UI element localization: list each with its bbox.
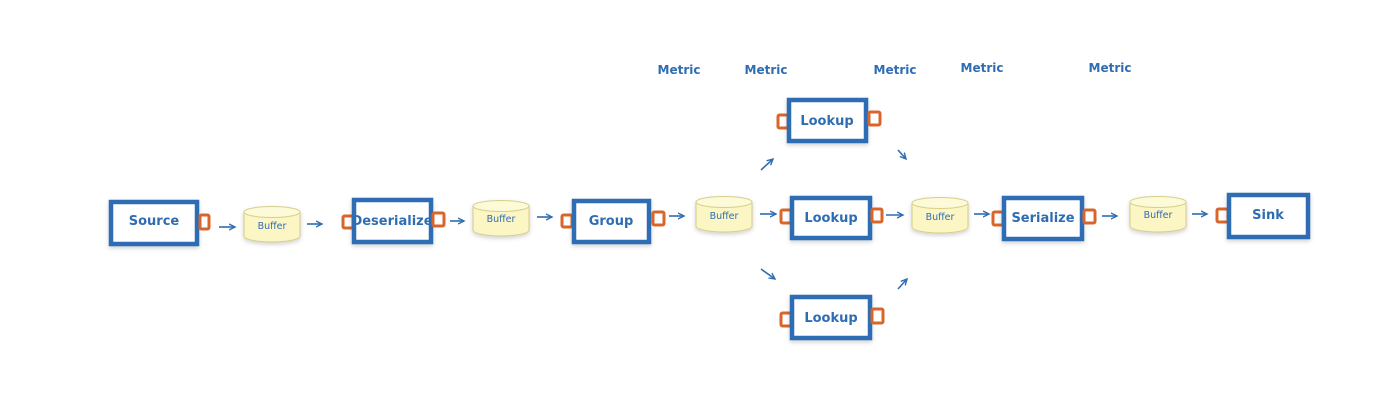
buffer-label: Buffer	[1144, 210, 1173, 221]
buffer-5: Buffer	[1129, 196, 1187, 233]
lookup-label: Lookup	[804, 211, 857, 226]
metric-label: Metric	[745, 63, 788, 77]
deserialize-label: Deserialize	[351, 214, 432, 229]
buffer-label: Buffer	[926, 212, 955, 223]
serialize-node[interactable]: Serialize	[991, 195, 1097, 242]
group-node[interactable]: Group	[560, 198, 666, 245]
lookup-bottom-node[interactable]: Lookup	[779, 294, 885, 341]
lookup-label: Lookup	[800, 114, 853, 129]
input-port	[779, 208, 793, 225]
buffer-label: Buffer	[710, 211, 739, 222]
buffer-1: Buffer	[243, 206, 301, 243]
deserialize-node[interactable]: Deserialize	[341, 197, 446, 245]
metric-line-4: Metric	[961, 61, 1004, 323]
buffer-2: Buffer	[472, 200, 530, 237]
output-port	[198, 213, 211, 231]
buffer-label: Buffer	[487, 214, 516, 225]
source-node[interactable]: Source	[108, 199, 211, 247]
buffer-3: Buffer	[695, 196, 753, 233]
metric-line-5: Metric	[1089, 61, 1132, 323]
lookup-top-node[interactable]: Lookup	[776, 97, 882, 144]
output-port	[431, 211, 446, 228]
output-port	[870, 307, 885, 325]
arrow	[760, 159, 773, 171]
buffer-4: Buffer	[911, 197, 969, 234]
metric-label: Metric	[1089, 61, 1132, 75]
metric-line-3: Metric	[874, 63, 917, 327]
output-port	[870, 207, 884, 224]
source-label: Source	[129, 214, 180, 229]
metric-label: Metric	[961, 61, 1004, 75]
sink-node[interactable]: Sink	[1215, 192, 1311, 240]
output-port	[651, 210, 666, 227]
lookup-middle-node[interactable]: Lookup	[779, 195, 884, 241]
input-port	[779, 311, 793, 328]
arrow	[760, 268, 775, 279]
buffer-label: Buffer	[258, 221, 287, 232]
input-port	[1215, 207, 1230, 224]
serialize-label: Serialize	[1011, 211, 1074, 226]
input-port	[776, 113, 790, 130]
output-port	[1082, 208, 1097, 225]
output-port	[867, 110, 882, 127]
metric-label: Metric	[874, 63, 917, 77]
input-port	[991, 210, 1005, 227]
lookup-label: Lookup	[804, 311, 857, 326]
group-label: Group	[589, 214, 634, 229]
metric-label: Metric	[658, 63, 701, 77]
metric-line-2: Metric	[745, 63, 788, 327]
arrow	[897, 279, 907, 290]
metric-line-1: Metric	[658, 63, 701, 326]
arrow	[897, 149, 906, 159]
sink-label: Sink	[1252, 208, 1284, 223]
input-port	[560, 213, 574, 229]
